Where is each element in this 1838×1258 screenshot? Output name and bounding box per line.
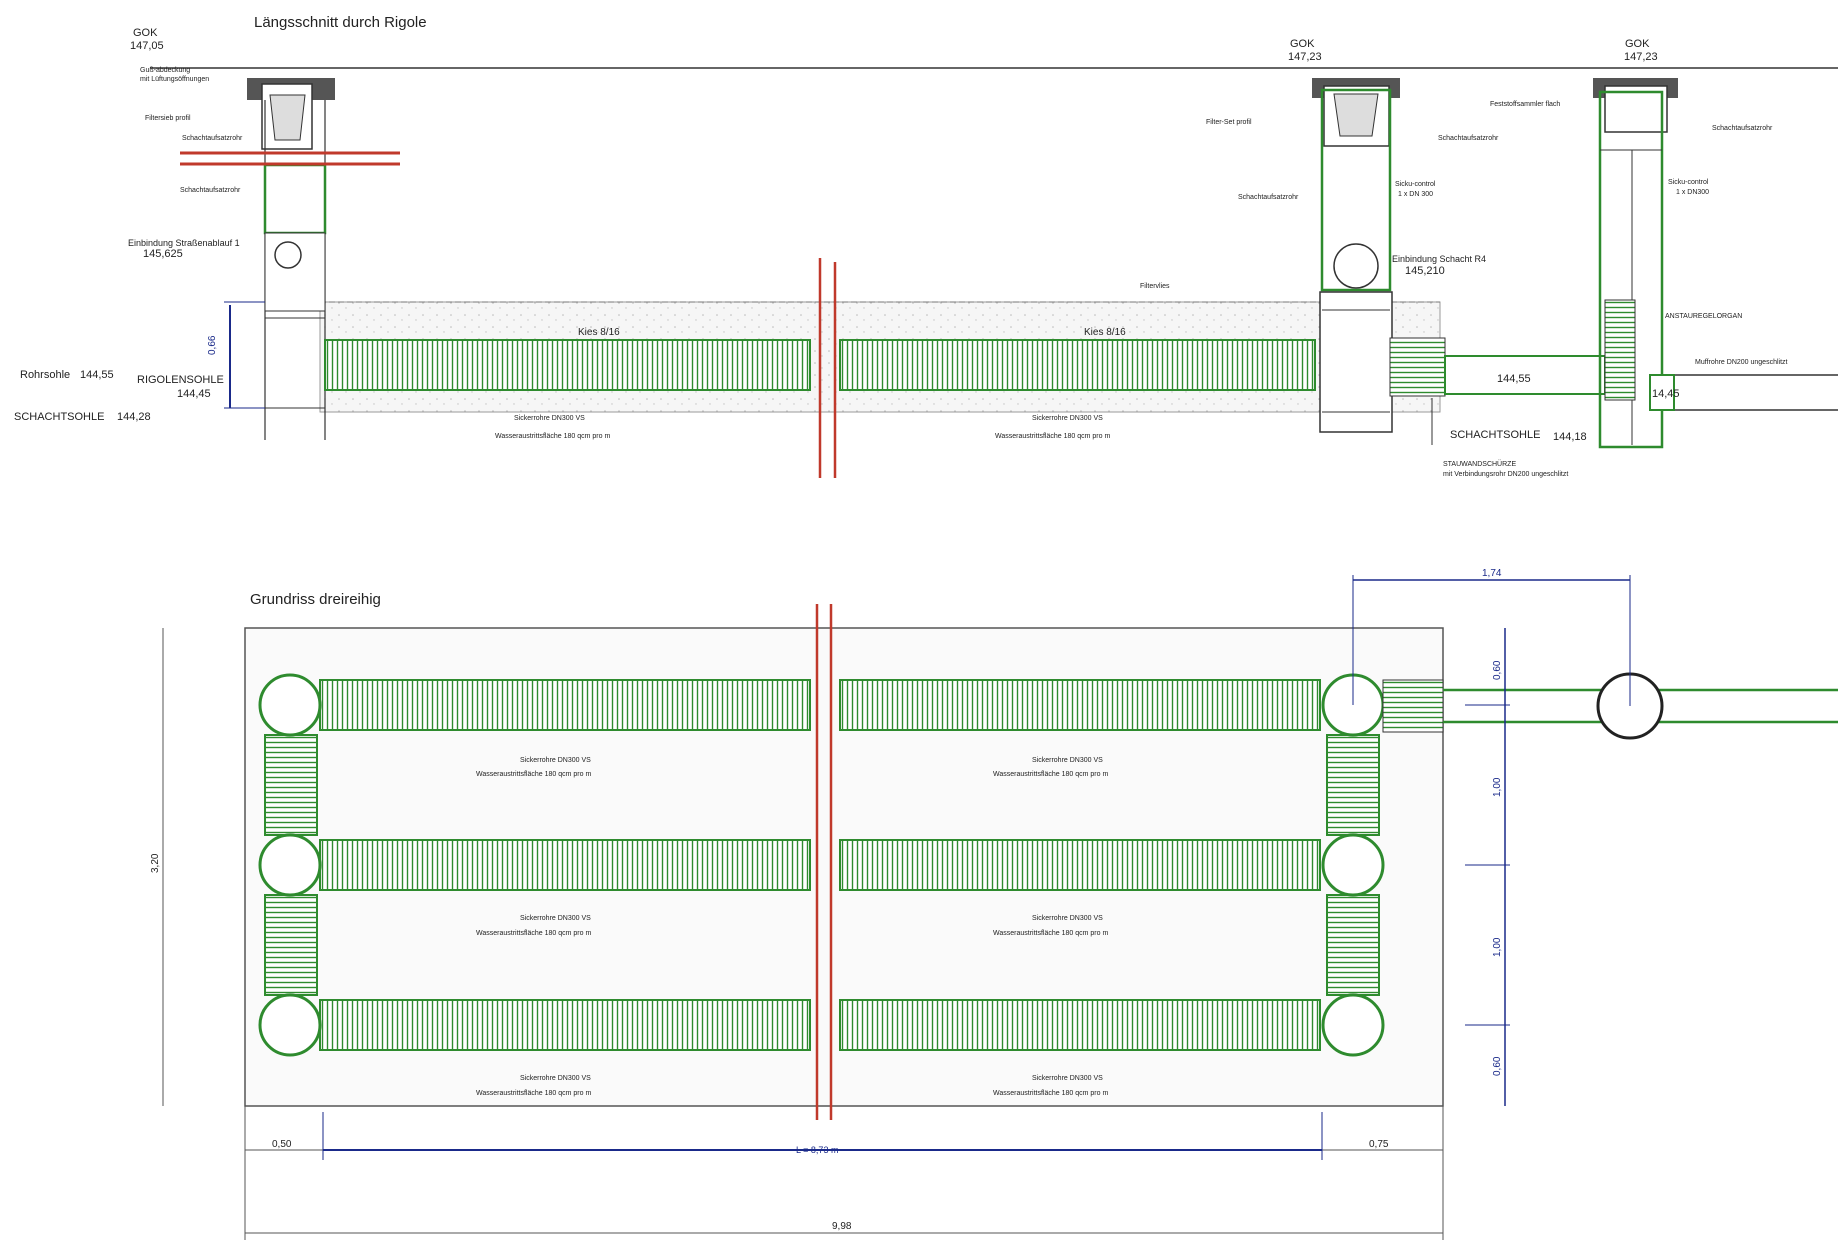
riser-mid-label-1: Schachtaufsatzrohr: [1438, 135, 1499, 142]
rohrsohle-label: Rohrsohle: [20, 369, 70, 381]
schachtsohle-left-value: 144,28: [117, 411, 151, 423]
plan-pipe: [319, 839, 811, 891]
plan-shaft: [258, 993, 322, 1057]
plan-shaft: [1321, 833, 1385, 897]
plan-pipe-note-2a: Sickerrohre DN300 VS: [1032, 757, 1103, 764]
dim-length: L = 8,73 m: [796, 1145, 838, 1155]
fe-label: Feststoffsammler flach: [1490, 101, 1560, 108]
riser-left-label-1: Schachtaufsatzrohr: [182, 135, 243, 142]
schachtsohle-right-label: SCHACHTSOHLE: [1450, 429, 1540, 441]
gok-mid-label: GOK: [1290, 38, 1315, 50]
riser-mid-label-2: Schachtaufsatzrohr: [1238, 194, 1299, 201]
dim-050: 0,50: [272, 1139, 292, 1150]
dim-066: 0,66: [207, 335, 218, 355]
plan-shaft: [1321, 993, 1385, 1057]
inlet-mid-value: 145,210: [1405, 265, 1445, 277]
section-pipe-left: [324, 339, 811, 391]
plan-title: Grundriss dreireihig: [250, 591, 381, 608]
plan-pipe: [839, 999, 1321, 1051]
schachtsohle-right-value: 144,18: [1553, 431, 1587, 443]
value-14455: 144,55: [1497, 373, 1531, 385]
filter-left-label: Filtersieb profil: [145, 115, 191, 122]
gok-right-label: GOK: [1625, 38, 1650, 50]
dim-total: 9,98: [832, 1221, 852, 1232]
riser-right-label: Schachtaufsatzrohr: [1712, 125, 1773, 132]
riser-left-label-2: Schachtaufsatzrohr: [180, 187, 241, 194]
plan-connector: [1326, 734, 1380, 836]
sicku-right-label-1: Sicku-control: [1668, 179, 1709, 186]
plan-pipe: [839, 839, 1321, 891]
dim-075: 0,75: [1369, 1139, 1389, 1150]
plan-pipe: [319, 679, 811, 731]
section-pipe-note-b2: Wasseraustrittsfläche 180 qcm pro m: [995, 433, 1110, 440]
plan-outlet-stub: [1382, 679, 1444, 733]
vlies-label: Filtervlies: [1140, 283, 1170, 290]
plan-pipe-note-4a: Sickerrohre DN300 VS: [1032, 915, 1103, 922]
inlet-mid-label: Einbindung Schacht R4: [1392, 254, 1486, 264]
anstau-label: ANSTAUREGELORGAN: [1665, 313, 1742, 320]
section-pipe-note-a1: Sickerrohre DN300 VS: [514, 415, 585, 422]
dim-100-a: 1,00: [1492, 777, 1503, 797]
schachtsohle-left-label: SCHACHTSOHLE: [14, 411, 104, 423]
gok-left-label: GOK: [133, 27, 158, 39]
plan-pipe-note-6a: Sickerrohre DN300 VS: [1032, 1075, 1103, 1082]
sicku-mid-label-2: 1 x DN 300: [1398, 191, 1433, 198]
section-pipe-right: [839, 339, 1316, 391]
plan-pipe-note-3a: Sickerrohre DN300 VS: [520, 915, 591, 922]
plan-pipe: [839, 679, 1321, 731]
middle-shaft: [1312, 78, 1606, 445]
dim-width: 3,20: [150, 853, 161, 873]
plan-shaft: [258, 833, 322, 897]
dim-174: 1,74: [1482, 568, 1502, 579]
stauwand-label-1: STAUWANDSCHÜRZE: [1443, 460, 1516, 468]
gok-right-value: 147,23: [1624, 51, 1658, 63]
plan-pipe-note-5a: Sickerrohre DN300 VS: [520, 1075, 591, 1082]
plan-connector: [264, 734, 318, 836]
plan-pipe-note-3b: Wasseraustrittsfläche 180 qcm pro m: [476, 930, 591, 937]
rigolensohle-value: 144,45: [177, 388, 211, 400]
right-shaft: [1593, 78, 1838, 449]
plan-connector: [264, 894, 318, 996]
plan-view: Grundriss dreireihig Sickerrohre DN300: [150, 568, 1838, 1240]
cover-note-1: Guß-abdeckung: [140, 67, 190, 74]
section-title: Längsschnitt durch Rigole: [254, 14, 427, 31]
sicku-right-label-2: 1 x DN300: [1676, 189, 1709, 196]
left-shaft: [180, 78, 400, 440]
plan-pipe-note-5b: Wasseraustrittsfläche 180 qcm pro m: [476, 1090, 591, 1097]
kies-right-label: Kies 8/16: [1084, 327, 1126, 338]
plan-shaft: [258, 673, 322, 737]
gok-left-value: 147,05: [130, 40, 164, 52]
plan-pipe-note-1b: Wasseraustrittsfläche 180 qcm pro m: [476, 771, 591, 778]
section-pipe-note-b1: Sickerrohre DN300 VS: [1032, 415, 1103, 422]
dim-060-top: 0,60: [1492, 660, 1503, 680]
inlet-left-label: Einbindung Straßenablauf 1: [128, 238, 240, 248]
stauwand-label-2: mit Verbindungsrohr DN200 ungeschlitzt: [1443, 471, 1568, 478]
plan-pipe-note-2b: Wasseraustrittsfläche 180 qcm pro m: [993, 771, 1108, 778]
plan-pipe-note-6b: Wasseraustrittsfläche 180 qcm pro m: [993, 1090, 1108, 1097]
plan-connector: [1326, 894, 1380, 996]
gok-mid-value: 147,23: [1288, 51, 1322, 63]
dim-100-b: 1,00: [1492, 937, 1503, 957]
cover-note-2: mit Lüftungsöffnungen: [140, 76, 209, 83]
inlet-left-value: 145,625: [143, 248, 183, 260]
muffe-label: Muffrohre DN200 ungeschlitzt: [1695, 359, 1788, 366]
kies-left-label: Kies 8/16: [578, 327, 620, 338]
plan-pipe-note-4b: Wasseraustrittsfläche 180 qcm pro m: [993, 930, 1108, 937]
filter-mid-label: Filter-Set profil: [1206, 119, 1252, 126]
rohrsohle-value: 144,55: [80, 369, 114, 381]
rigolensohle-label: RIGOLENSOHLE: [137, 374, 224, 386]
dim-060-bottom: 0,60: [1492, 1056, 1503, 1076]
value-1445: 14,45: [1652, 388, 1680, 400]
section-pipe-note-a2: Wasseraustrittsfläche 180 qcm pro m: [495, 433, 610, 440]
sicku-mid-label-1: Sicku-control: [1395, 181, 1436, 188]
plan-pipe-note-1a: Sickerrohre DN300 VS: [520, 757, 591, 764]
plan-pipe: [319, 999, 811, 1051]
section-view: Längsschnitt durch Rigole: [14, 14, 1838, 478]
